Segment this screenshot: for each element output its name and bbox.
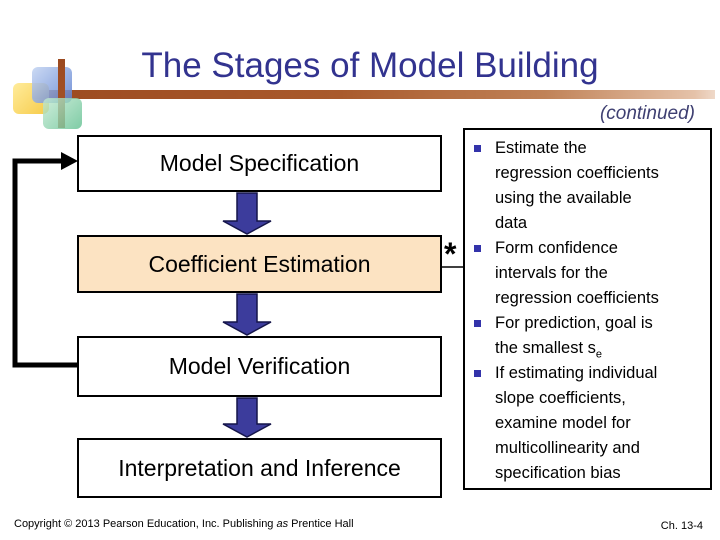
- square-bullet-icon: [474, 320, 481, 327]
- asterisk-marker: *: [444, 236, 457, 272]
- flow-box-model-verification: Model Verification: [77, 336, 442, 397]
- flow-box-label: Interpretation and Inference: [118, 454, 401, 481]
- list-item-text: Form confidence intervals for the regres…: [495, 239, 659, 307]
- flow-box-label: Coefficient Estimation: [148, 250, 371, 277]
- list-item: For prediction, goal is the smallest se: [473, 311, 708, 361]
- list-item-text: Estimate the regression coefficients usi…: [495, 139, 659, 232]
- subscript-e: e: [595, 348, 602, 361]
- flow-box-label: Model Specification: [159, 150, 360, 176]
- copyright-pre: Copyright © 2013 Pearson Education, Inc.…: [14, 518, 277, 530]
- logo-green-square-icon: [43, 98, 82, 129]
- down-arrow-icon: [222, 293, 272, 336]
- flow-box-interpretation-inference: Interpretation and Inference: [77, 438, 442, 498]
- flow-box-model-specification: Model Specification: [77, 135, 442, 192]
- copyright-text: Copyright © 2013 Pearson Education, Inc.…: [14, 518, 354, 530]
- flow-box-coefficient-estimation: Coefficient Estimation: [77, 235, 442, 293]
- list-item: If estimating individual slope coefficie…: [473, 361, 708, 486]
- list-item: Form confidence intervals for the regres…: [473, 236, 708, 311]
- copyright-italic: as: [276, 518, 289, 530]
- page-title: The Stages of Model Building: [141, 46, 599, 85]
- accent-bar: [33, 90, 715, 99]
- continued-label: (continued): [599, 103, 695, 124]
- square-bullet-icon: [474, 370, 481, 377]
- page-number: Ch. 13-4: [660, 520, 703, 532]
- list-item-text: If estimating individual slope coefficie…: [495, 364, 658, 482]
- logo-vertical-line-icon: [58, 59, 65, 128]
- feedback-loop-line: [12, 158, 77, 368]
- square-bullet-icon: [474, 245, 481, 252]
- list-item: Estimate the regression coefficients usi…: [473, 136, 708, 236]
- list-item-text: For prediction, goal is the smallest se: [495, 311, 653, 361]
- down-arrow-icon: [222, 192, 272, 235]
- copyright-post: Prentice Hall: [288, 518, 354, 530]
- square-bullet-icon: [474, 145, 481, 152]
- list-item-text-main: For prediction, goal is the smallest s: [495, 314, 653, 357]
- feedback-arrowhead-icon: [61, 152, 78, 170]
- down-arrow-icon: [222, 397, 272, 438]
- notes-panel: Estimate the regression coefficients usi…: [463, 128, 712, 490]
- logo-blue-square-icon: [32, 67, 72, 103]
- flow-box-label: Model Verification: [168, 353, 351, 379]
